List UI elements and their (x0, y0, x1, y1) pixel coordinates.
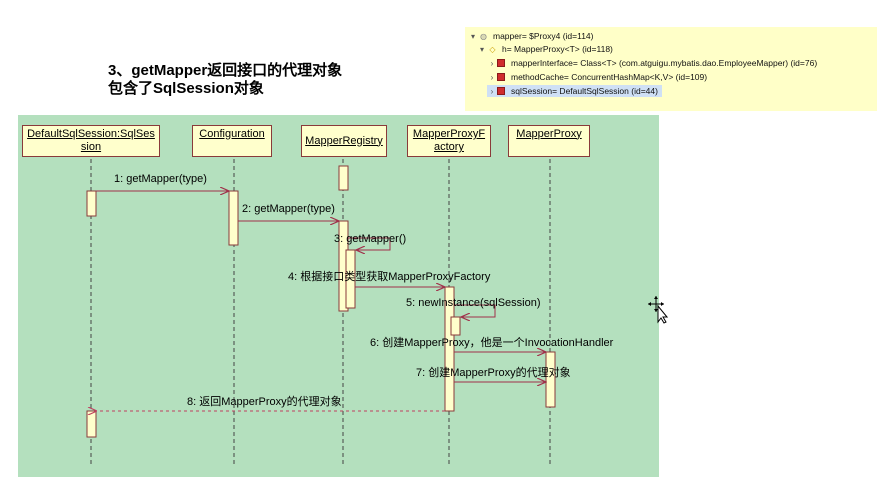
message-label-3: 3: getMapper() (334, 233, 407, 245)
tree-row-mapper-interface[interactable]: › mapperInterface= Class<T> (com.atguigu… (487, 57, 818, 69)
expand-toggle-icon[interactable]: ▾ (479, 44, 484, 54)
activation-bar (444, 286, 455, 412)
lifeline-label: MapperRegistry (305, 134, 383, 147)
lifeline-box-mapperproxy[interactable]: MapperProxy (508, 125, 590, 157)
sequence-diagram-canvas (86, 159, 556, 465)
expand-toggle-icon[interactable]: › (490, 86, 494, 96)
message-label-2: 2: getMapper(type) (242, 203, 335, 215)
tree-row-h[interactable]: ▾ ◇ h= MapperProxy<T> (id=118) (477, 43, 613, 55)
move-cursor-icon (648, 296, 668, 324)
lifeline-box-configuration[interactable]: Configuration (192, 125, 272, 157)
diamond-icon: ◇ (489, 44, 496, 54)
tree-row-text: mapperInterface= Class<T> (com.atguigu.m… (511, 58, 818, 68)
activation-bar (450, 316, 461, 336)
title-line-1: 3、getMapper返回接口的代理对象 (108, 62, 343, 79)
activation-bar (338, 165, 349, 191)
message-arrow-3 (348, 237, 391, 250)
lifeline-box-mapperregistry[interactable]: MapperRegistry (301, 125, 387, 157)
expand-toggle-icon[interactable]: ▾ (470, 31, 475, 41)
activation-bar (86, 190, 97, 217)
field-icon (497, 73, 505, 81)
lifeline-label: MapperProxy (516, 127, 582, 140)
circle-icon: ◍ (480, 31, 487, 41)
tree-row-text: mapper= $Proxy4 (id=114) (493, 31, 594, 41)
lifeline-label: Configuration (199, 127, 265, 140)
message-label-8: 8: 返回MapperProxy的代理对象 (187, 396, 342, 408)
activation-bar (345, 249, 356, 309)
debug-variables-tree: ▾ ◍ mapper= $Proxy4 (id=114) ▾ ◇ h= Mapp… (465, 27, 877, 111)
tree-row-mapper[interactable]: ▾ ◍ mapper= $Proxy4 (id=114) (468, 30, 594, 42)
field-icon (497, 59, 505, 67)
message-label-1: 1: getMapper(type) (114, 173, 207, 185)
message-label-6: 6: 创建MapperProxy，他是一个InvocationHandler (370, 337, 614, 349)
activation-bar (86, 410, 97, 438)
message-label-7: 7: 创建MapperProxy的代理对象 (416, 367, 571, 379)
tree-row-text: h= MapperProxy<T> (id=118) (502, 44, 613, 54)
message-arrow-5 (454, 304, 496, 317)
tree-row-text: sqlSession= DefaultSqlSession (id=44) (511, 86, 658, 96)
activation-bar (228, 190, 239, 246)
message-label-4: 4: 根据接口类型获取MapperProxyFactory (288, 271, 491, 283)
tree-row-method-cache[interactable]: › methodCache= ConcurrentHashMap<K,V> (i… (487, 71, 707, 83)
expand-toggle-icon[interactable]: › (490, 72, 494, 82)
slide-title: 3、getMapper返回接口的代理对象 包含了SqlSession对象 (108, 62, 342, 98)
message-label-5: 5: newInstance(sqlSession) (406, 297, 541, 309)
lifeline-label: sion (80, 141, 102, 153)
expand-toggle-icon[interactable]: › (490, 58, 494, 68)
title-line-2: 包含了SqlSession对象 (108, 80, 264, 97)
field-icon (497, 87, 505, 95)
tree-row-sql-session[interactable]: › sqlSession= DefaultSqlSession (id=44) (487, 85, 662, 97)
lifeline-label: MapperProxyF (412, 128, 486, 140)
lifeline-label: DefaultSqlSession:SqlSes (27, 128, 155, 140)
tree-row-text: methodCache= ConcurrentHashMap<K,V> (id=… (511, 72, 708, 82)
lifeline-label: actory (434, 141, 464, 153)
